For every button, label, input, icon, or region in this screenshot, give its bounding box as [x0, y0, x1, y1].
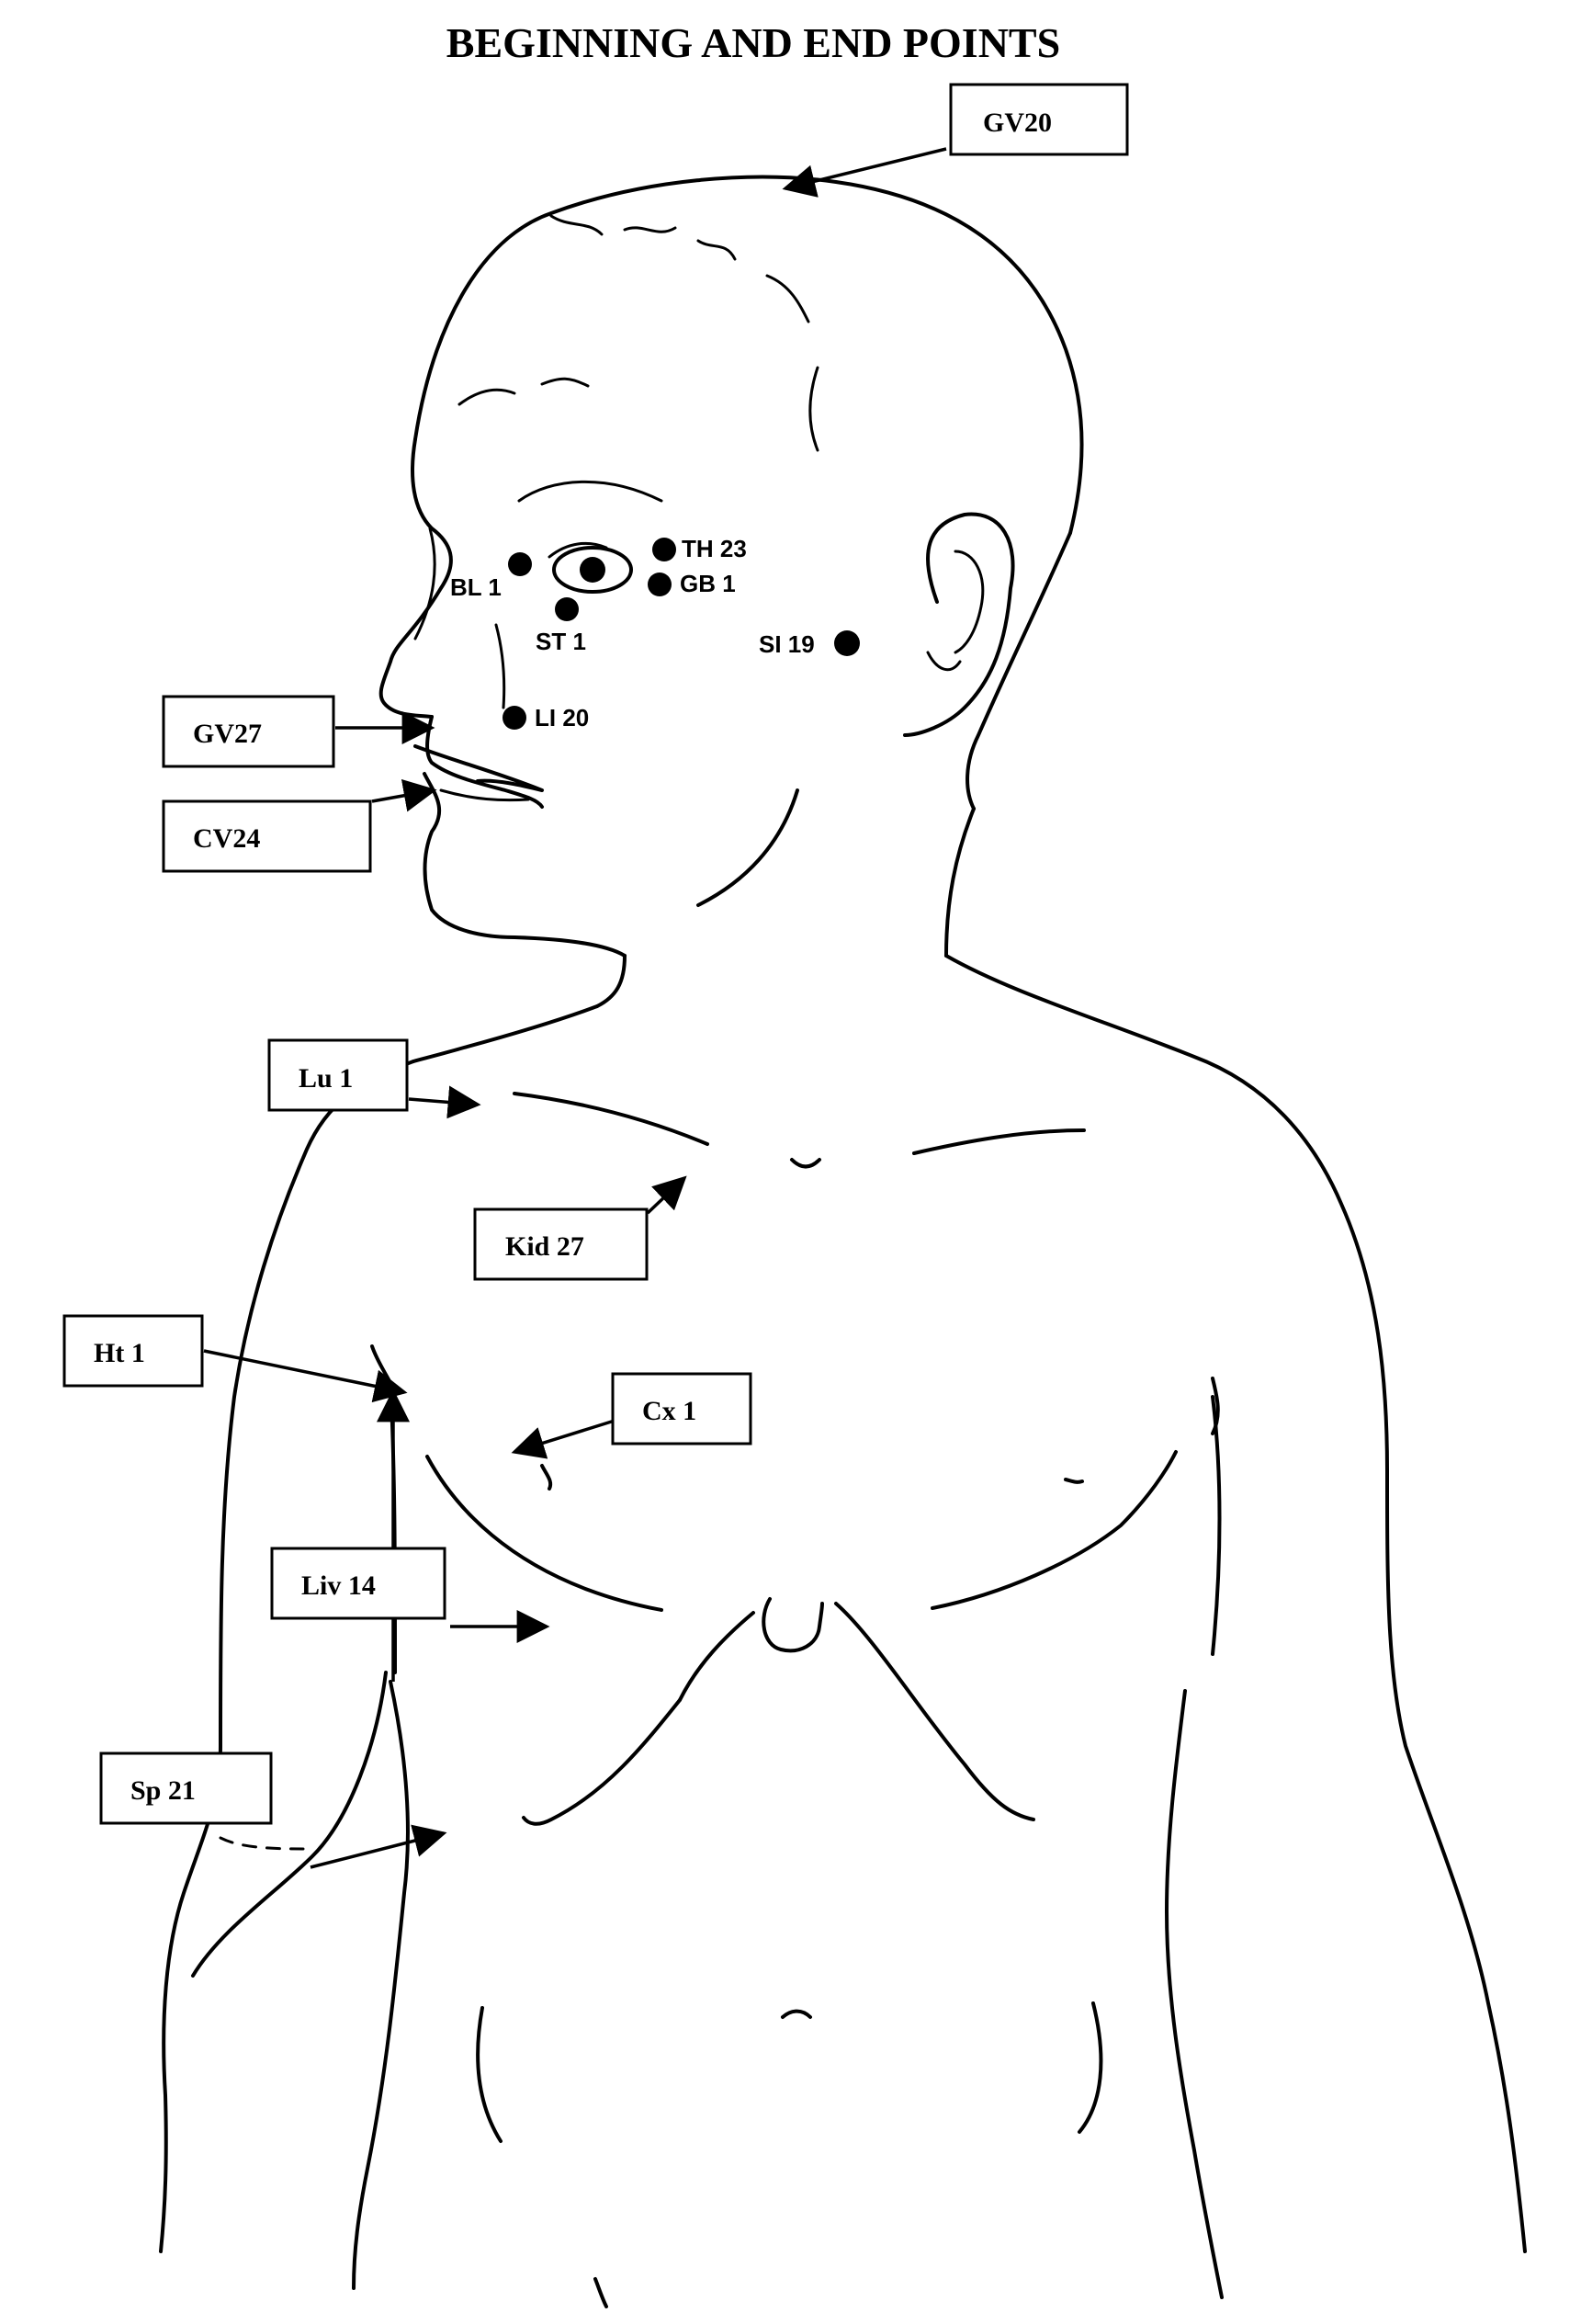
label-cv24-text: CV24 — [193, 823, 260, 854]
label-gv20: GV20 — [949, 83, 1129, 156]
label-cx1-text: Cx 1 — [642, 1396, 696, 1426]
head-outline — [378, 175, 1084, 1063]
gb1-dot — [648, 572, 672, 596]
label-gv27: GV27 — [162, 695, 335, 768]
label-liv14-text: Liv 14 — [301, 1570, 376, 1601]
label-sp21-text: Sp 21 — [130, 1775, 196, 1806]
gv20-arrow — [782, 147, 947, 198]
bl1-label: BL 1 — [450, 573, 502, 601]
si19-dot — [834, 630, 860, 656]
gb1-label: GB 1 — [680, 570, 736, 597]
label-lu1: Lu 1 — [267, 1038, 409, 1112]
label-gv27-text: GV27 — [193, 719, 262, 749]
cx1-arrow — [511, 1418, 618, 1459]
lu1-arrow — [408, 1085, 481, 1119]
label-cx1: Cx 1 — [611, 1372, 752, 1445]
label-ht1-text: Ht 1 — [94, 1338, 145, 1368]
ht1-arrow — [203, 1349, 408, 1403]
sp21-arrow — [310, 1824, 447, 1869]
li20-dot — [503, 706, 526, 730]
label-gv20-text: GV20 — [983, 108, 1052, 138]
bl1-dot — [508, 552, 532, 576]
page-title: BEGINNING AND END POINTS — [446, 19, 1060, 66]
label-lu1-text: Lu 1 — [299, 1063, 353, 1094]
label-cv24: CV24 — [162, 799, 372, 873]
cv24-arrow — [371, 778, 437, 812]
label-kid27: Kid 27 — [473, 1207, 649, 1281]
label-ht1: Ht 1 — [62, 1314, 204, 1388]
si19-label: SI 19 — [759, 630, 815, 658]
label-liv14: Liv 14 — [270, 1547, 446, 1620]
label-sp21: Sp 21 — [99, 1752, 273, 1825]
pointer-arrows — [203, 147, 947, 1869]
th23-label: TH 23 — [682, 535, 747, 562]
label-kid27-text: Kid 27 — [505, 1231, 584, 1262]
kid27-arrow — [646, 1175, 687, 1215]
st1-dot — [555, 597, 579, 621]
point-markers: TH 23 GB 1 BL 1 ST 1 SI 19 LI 20 — [450, 535, 860, 731]
th23-dot — [652, 538, 676, 561]
st1-label: ST 1 — [536, 628, 586, 655]
li20-label: LI 20 — [535, 704, 589, 731]
torso-outline — [159, 954, 1527, 2308]
